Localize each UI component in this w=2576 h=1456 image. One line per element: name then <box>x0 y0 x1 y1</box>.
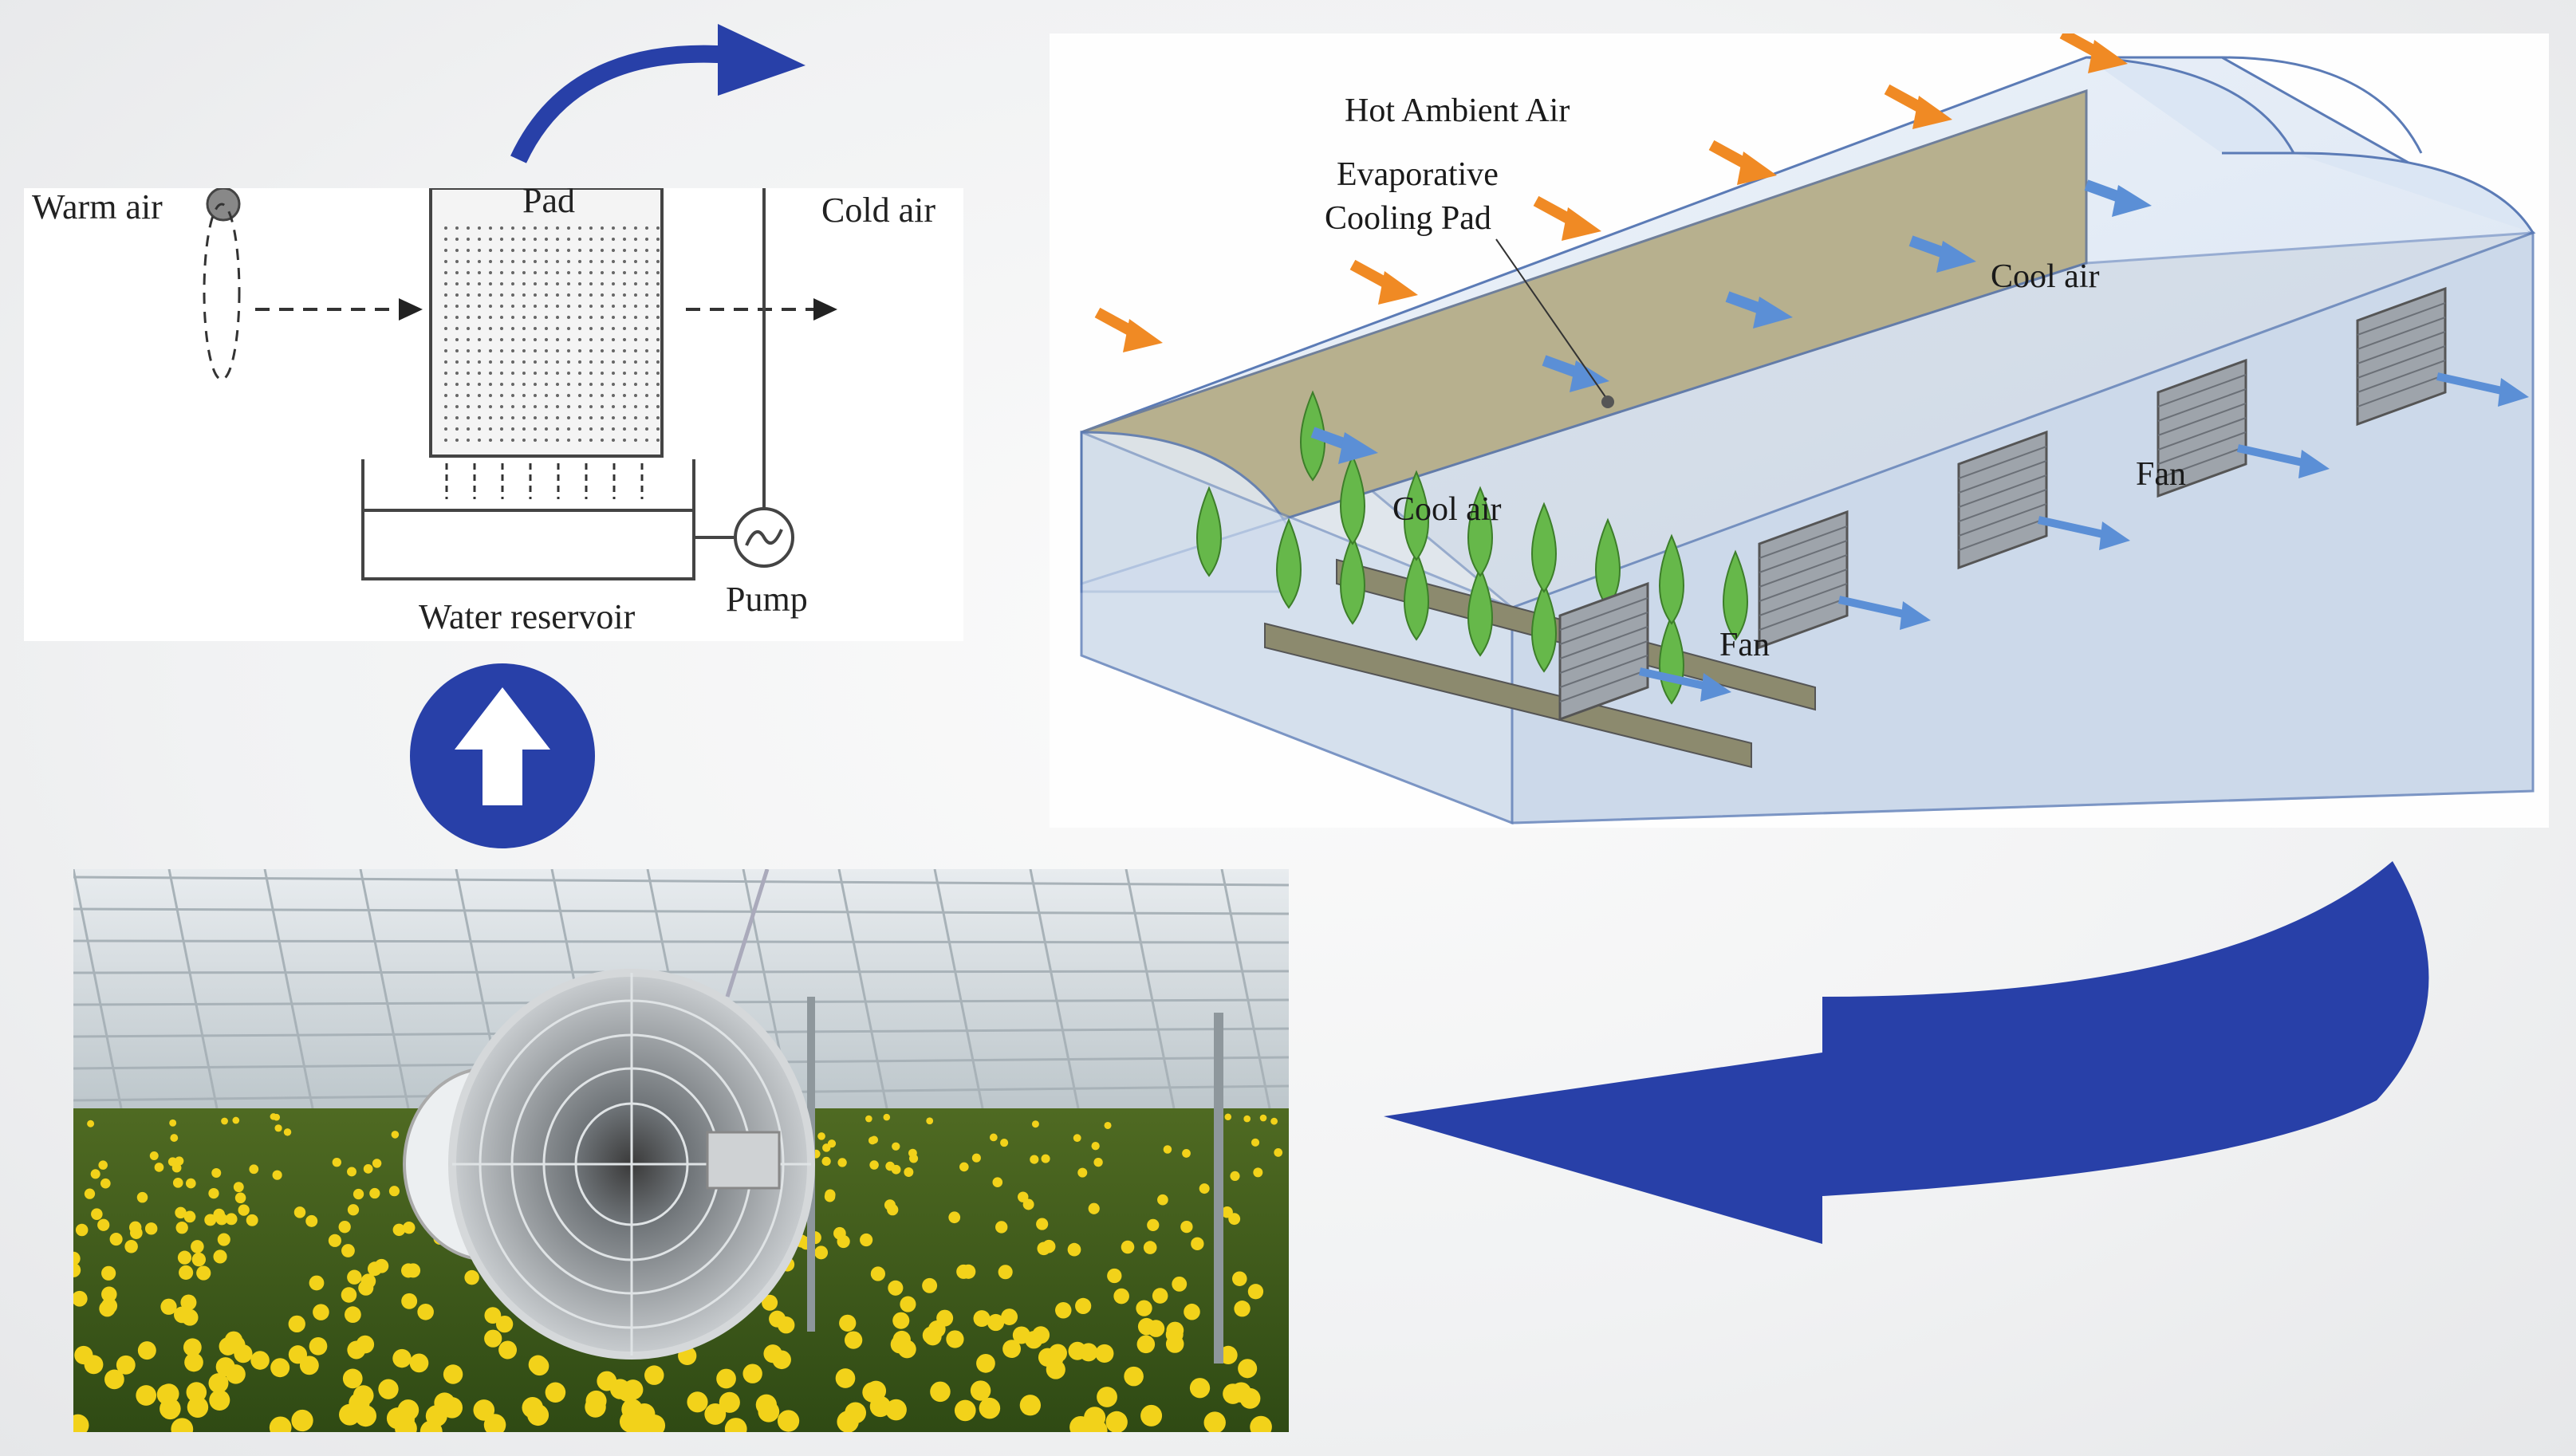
big-return-arrow-icon <box>1384 861 2429 1244</box>
inflow-arrowhead-icon <box>399 298 423 321</box>
pad-label-leader <box>1495 238 1609 401</box>
cool-air-label-2: Cool air <box>1392 491 1501 528</box>
water-reservoir-label: Water reservoir <box>419 597 636 636</box>
greenhouse-fan-photo <box>73 869 1289 1432</box>
cool-air-label-1: Cool air <box>1991 258 2099 295</box>
greenhouse-diagram: Evaporative Cooling Pad Hot Ambient Air … <box>1050 28 2549 828</box>
front-end-wall <box>1080 430 1514 825</box>
fan-label-1: Fan <box>2136 456 2186 493</box>
roof-arch-back-2 <box>2293 152 2535 234</box>
outflow-arrowhead-icon <box>813 298 837 321</box>
circulation-fan <box>403 869 815 1360</box>
evaporative-pad-label-line1: Evaporative <box>1337 156 1499 193</box>
cool-air-arrows <box>1310 179 2152 464</box>
reservoir-tray <box>361 459 695 580</box>
curved-arrow-top <box>510 45 743 163</box>
exhaust-fans <box>1558 286 2529 722</box>
roof-arch-back-1 <box>2086 56 2296 155</box>
pump-label: Pump <box>726 580 808 619</box>
pad-texture <box>444 226 660 442</box>
hot-ambient-air-label: Hot Ambient Air <box>1345 92 1570 129</box>
pad-label: Pad <box>522 188 575 220</box>
hot-air-arrows <box>1094 28 2128 352</box>
up-arrow-icon <box>455 687 550 805</box>
fan-label-2: Fan <box>1719 627 1770 663</box>
plants <box>1196 390 1748 705</box>
cold-air-label: Cold air <box>821 191 935 230</box>
water-drips <box>445 463 644 499</box>
pad-label-dot <box>1601 395 1614 408</box>
water-reservoir <box>361 509 695 580</box>
pad-block <box>429 187 664 458</box>
pad-fan-schematic: Warm air Pad Cold air <box>24 181 963 641</box>
warm-air-label: Warm air <box>32 188 163 226</box>
warm-air-loop <box>203 203 241 381</box>
curved-arrow-top-head-icon <box>718 24 805 96</box>
up-arrow-circle-icon <box>410 663 595 848</box>
evaporative-pad-label-line2: Cooling Pad <box>1325 200 1491 237</box>
